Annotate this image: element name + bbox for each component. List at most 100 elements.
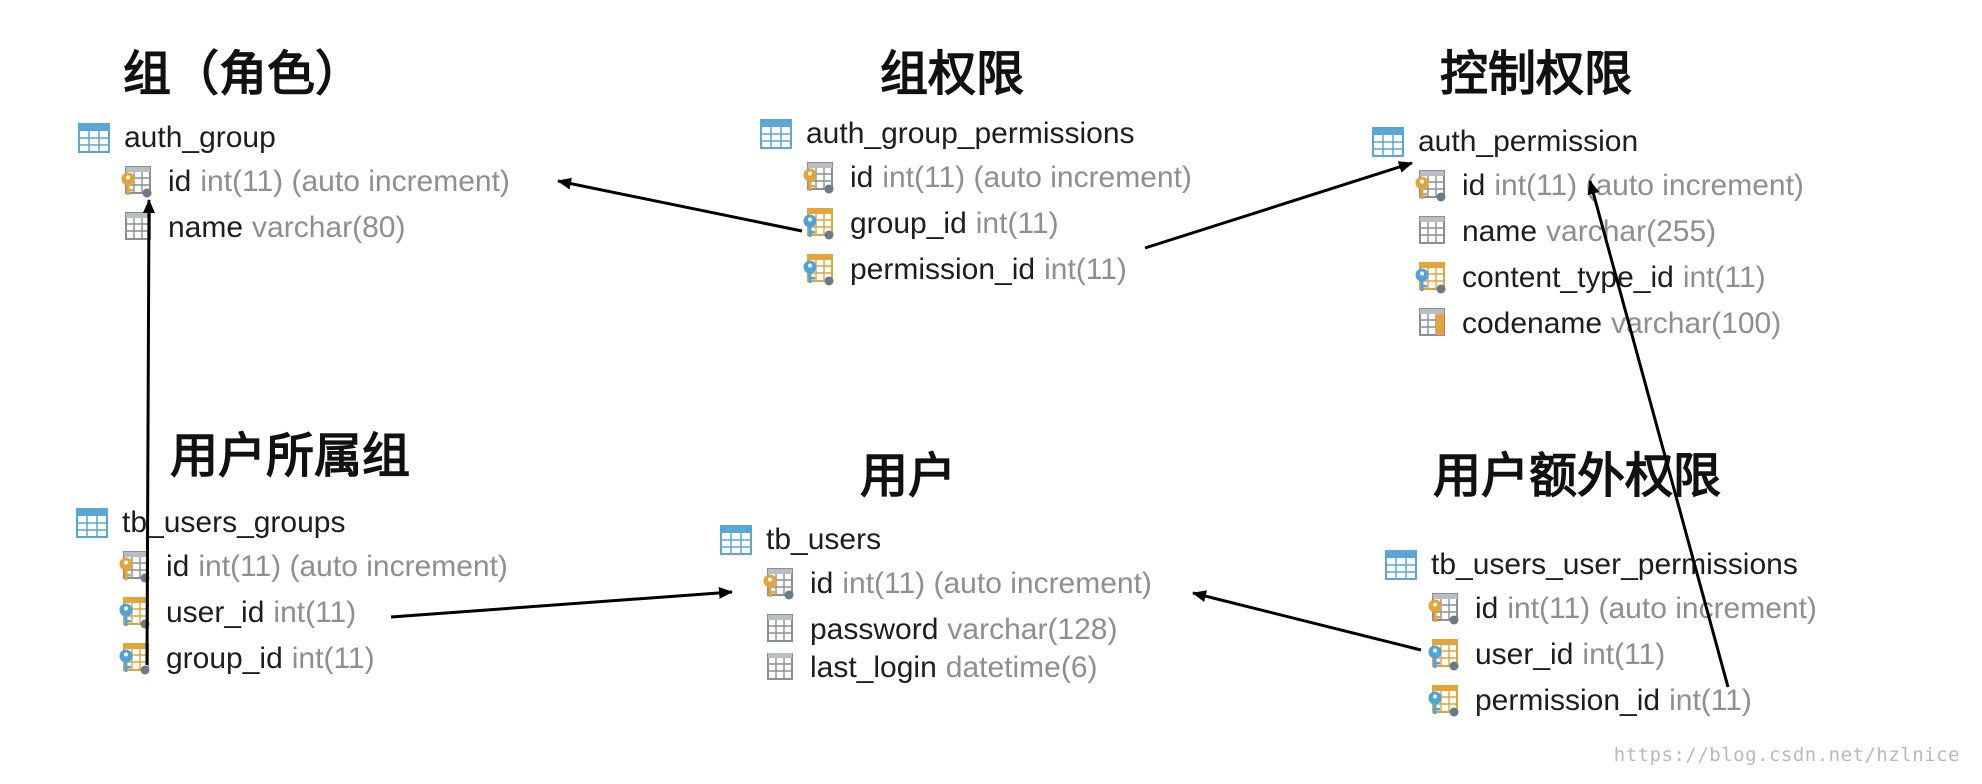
field-type: int(11) (auto increment) bbox=[842, 567, 1152, 600]
field-name: content_type_id bbox=[1462, 261, 1674, 294]
field-type: int(11) bbox=[273, 596, 357, 629]
table-icon bbox=[1385, 550, 1417, 580]
title-auth-permission: 控制权限 bbox=[1440, 46, 1633, 102]
field-name: id bbox=[850, 161, 874, 194]
field-name: group_id bbox=[850, 207, 967, 240]
watermark-url: https://blog.csdn.net/hzlnice bbox=[1613, 744, 1960, 766]
field-type: int(11) bbox=[975, 207, 1059, 240]
foreign-key-icon bbox=[118, 596, 152, 630]
table-header[interactable]: tb_users bbox=[720, 519, 1152, 561]
column-icon bbox=[762, 613, 796, 647]
column-icon bbox=[120, 211, 154, 245]
field-type: int(11) bbox=[1582, 638, 1666, 671]
table-icon bbox=[76, 508, 108, 538]
field-type: int(11) (auto increment) bbox=[198, 550, 508, 583]
table-name: auth_group_permissions bbox=[806, 117, 1135, 150]
indexed-column-icon bbox=[1414, 307, 1448, 341]
field-type: datetime(6) bbox=[945, 653, 1098, 683]
foreign-key-icon bbox=[1427, 684, 1461, 718]
table-header[interactable]: auth_permission bbox=[1372, 121, 1804, 163]
field-name: id bbox=[166, 550, 190, 583]
field-name: name bbox=[1462, 215, 1538, 248]
foreign-key-icon bbox=[802, 253, 836, 287]
field-type: int(11) bbox=[1044, 253, 1127, 286]
column-icon bbox=[1414, 215, 1448, 249]
primary-key-icon bbox=[120, 165, 154, 199]
primary-key-icon bbox=[802, 161, 836, 195]
title-auth-group-permissions: 组权限 bbox=[880, 46, 1025, 102]
foreign-key-icon bbox=[802, 207, 836, 241]
field-name: id bbox=[168, 165, 192, 198]
field-type: varchar(100) bbox=[1611, 307, 1782, 340]
foreign-key-icon bbox=[1427, 638, 1461, 672]
table-name: tb_users bbox=[766, 523, 882, 556]
primary-key-icon bbox=[1414, 169, 1448, 203]
field-type: int(11) (auto increment) bbox=[1494, 169, 1804, 202]
title-tb-users-groups: 用户所属组 bbox=[170, 428, 411, 484]
field-name: id bbox=[810, 567, 834, 600]
field-type: varchar(255) bbox=[1546, 215, 1717, 248]
field-name: id bbox=[1475, 592, 1499, 625]
field-row-last-login[interactable]: last_login datetime(6) bbox=[720, 653, 1152, 683]
table-header[interactable]: auth_group bbox=[78, 117, 510, 159]
field-name: user_id bbox=[1475, 638, 1574, 671]
table-icon bbox=[1372, 127, 1404, 157]
field-type: int(11) (auto increment) bbox=[200, 165, 510, 198]
field-name: last_login bbox=[810, 653, 937, 683]
foreign-key-icon bbox=[1414, 261, 1448, 295]
field-name: password bbox=[810, 613, 939, 646]
field-name: group_id bbox=[166, 642, 283, 675]
column-icon bbox=[762, 653, 796, 683]
field-name: codename bbox=[1462, 307, 1603, 340]
field-type: int(11) (auto increment) bbox=[1507, 592, 1817, 625]
table-header[interactable]: tb_users_user_permissions bbox=[1385, 544, 1817, 586]
table-name: auth_group bbox=[124, 121, 276, 154]
table-name: auth_permission bbox=[1418, 125, 1639, 158]
table-icon bbox=[78, 123, 110, 153]
foreign-key-icon bbox=[118, 642, 152, 676]
field-type: int(11) bbox=[291, 642, 375, 675]
field-name: permission_id bbox=[1475, 684, 1661, 717]
field-type: varchar(80) bbox=[252, 211, 406, 244]
title-tb-users-user-permissions: 用户额外权限 bbox=[1433, 448, 1722, 504]
table-header[interactable]: tb_users_groups bbox=[76, 502, 508, 544]
field-type: int(11) (auto increment) bbox=[882, 161, 1192, 194]
field-name: id bbox=[1462, 169, 1486, 202]
field-type: int(11) bbox=[1682, 261, 1766, 294]
field-name: user_id bbox=[166, 596, 265, 629]
primary-key-icon bbox=[118, 550, 152, 584]
title-tb-users: 用户 bbox=[860, 448, 957, 504]
table-name: tb_users_user_permissions bbox=[1431, 548, 1798, 581]
table-header[interactable]: auth_group_permissions bbox=[760, 113, 1192, 155]
primary-key-icon bbox=[1427, 592, 1461, 626]
title-auth-group: 组（角色） bbox=[123, 46, 364, 102]
